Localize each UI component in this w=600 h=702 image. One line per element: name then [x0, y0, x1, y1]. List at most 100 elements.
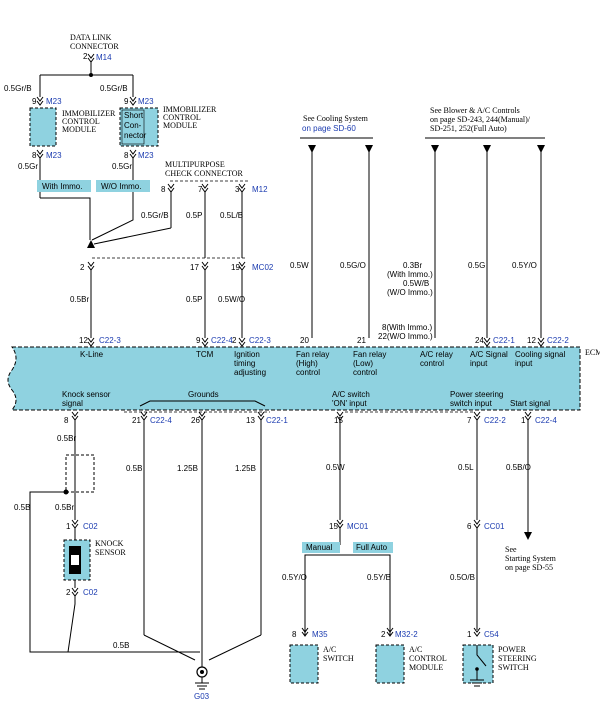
svg-text:C22-4: C22-4: [535, 416, 557, 425]
svg-text:0.5B/O: 0.5B/O: [506, 463, 531, 472]
svg-text:control: control: [353, 368, 377, 377]
svg-text:20: 20: [300, 336, 309, 345]
short-connector: [121, 109, 145, 145]
svg-text:0.5Br: 0.5Br: [57, 434, 76, 443]
svg-text:SENSOR: SENSOR: [95, 548, 126, 557]
svg-text:CONTROL: CONTROL: [62, 117, 100, 126]
svg-text:0.5B: 0.5B: [126, 464, 142, 473]
svg-text:CONTROL: CONTROL: [163, 113, 201, 122]
svg-text:Start signal: Start signal: [510, 399, 550, 408]
svg-text:Power steering: Power steering: [450, 390, 503, 399]
svg-text:0.5B: 0.5B: [113, 641, 129, 650]
svg-text:9: 9: [196, 336, 201, 345]
svg-text:2: 2: [66, 588, 71, 597]
svg-text:C22-1: C22-1: [266, 416, 288, 425]
svg-text:Con-: Con-: [124, 121, 142, 130]
svg-text:C22-4: C22-4: [211, 336, 233, 345]
dlc-splice: [89, 73, 93, 77]
svg-text:SWITCH: SWITCH: [498, 663, 529, 672]
svg-text:1.25B: 1.25B: [177, 464, 198, 473]
dlc-title-2: CONNECTOR: [70, 42, 119, 51]
svg-text:9: 9: [124, 97, 129, 106]
dlc-title-1: DATA LINK: [70, 33, 112, 42]
svg-text:Starting System: Starting System: [505, 554, 557, 563]
svg-text:8: 8: [32, 151, 37, 160]
svg-text:2: 2: [232, 336, 237, 345]
svg-text:0.5L/B: 0.5L/B: [220, 211, 243, 220]
svg-text:K-Line: K-Line: [80, 350, 104, 359]
svg-text:0.3Br: 0.3Br: [403, 261, 422, 270]
svg-text:IMMOBILIZER: IMMOBILIZER: [62, 109, 116, 118]
svg-text:CHECK CONNECTOR: CHECK CONNECTOR: [165, 169, 244, 178]
svg-text:0.5L: 0.5L: [458, 463, 474, 472]
svg-text:A/C: A/C: [323, 645, 336, 654]
svg-text:2: 2: [381, 630, 386, 639]
svg-text:C22-3: C22-3: [99, 336, 121, 345]
svg-text:21: 21: [132, 416, 141, 425]
ac-control-module: [375, 644, 405, 684]
svg-text:0.5W/B: 0.5W/B: [403, 279, 429, 288]
svg-text:21: 21: [357, 336, 366, 345]
svg-text:8: 8: [64, 416, 69, 425]
svg-text:See Cooling System: See Cooling System: [303, 114, 369, 123]
svg-text:26: 26: [191, 416, 200, 425]
svg-text:(High): (High): [296, 359, 318, 368]
svg-text:8: 8: [292, 630, 297, 639]
svg-text:0.5Br: 0.5Br: [70, 295, 89, 304]
svg-text:0.5W: 0.5W: [290, 261, 309, 270]
svg-text:22(W/O Immo.): 22(W/O Immo.): [378, 332, 433, 341]
svg-text:KNOCK: KNOCK: [95, 539, 124, 548]
svg-text:19: 19: [231, 263, 240, 272]
svg-text:1: 1: [66, 522, 71, 531]
svg-text:(W/O Immo.): (W/O Immo.): [387, 288, 433, 297]
svg-text:TCM: TCM: [196, 350, 214, 359]
svg-text:0.5O/B: 0.5O/B: [450, 573, 475, 582]
svg-text:'ON' input: 'ON' input: [332, 399, 367, 408]
immobilizer-control-module-left: [29, 107, 57, 147]
svg-text:on page SD-243, 244(Manual)/: on page SD-243, 244(Manual)/: [430, 115, 531, 124]
svg-text:CONTROL: CONTROL: [409, 654, 447, 663]
svg-text:0.5B: 0.5B: [14, 503, 30, 512]
svg-text:24: 24: [475, 336, 484, 345]
svg-text:0.5G/O: 0.5G/O: [340, 261, 366, 270]
svg-text:0.5Gr/B: 0.5Gr/B: [141, 211, 169, 220]
svg-text:Full Auto: Full Auto: [356, 543, 388, 552]
svg-text:MODULE: MODULE: [62, 125, 96, 134]
svg-text:C02: C02: [83, 522, 98, 531]
svg-text:Ignition: Ignition: [234, 350, 260, 359]
option-wo-immo: [96, 180, 150, 192]
svg-text:2: 2: [80, 263, 85, 272]
svg-text:0.5Br: 0.5Br: [55, 503, 74, 512]
svg-text:on page SD-60: on page SD-60: [302, 124, 356, 133]
svg-text:See Blower & A/C Controls: See Blower & A/C Controls: [430, 106, 520, 115]
svg-text:C02: C02: [83, 588, 98, 597]
svg-text:SWITCH: SWITCH: [323, 654, 354, 663]
svg-text:input: input: [515, 359, 533, 368]
svg-text:Cooling signal: Cooling signal: [515, 350, 565, 359]
svg-text:7: 7: [198, 185, 203, 194]
svg-text:17: 17: [190, 263, 199, 272]
svg-text:0.5W: 0.5W: [326, 463, 345, 472]
svg-text:M35: M35: [312, 630, 328, 639]
svg-text:12: 12: [527, 336, 536, 345]
svg-text:9: 9: [32, 97, 37, 106]
power-steering-switch: [462, 644, 494, 684]
svg-text:Fan relay: Fan relay: [353, 350, 386, 359]
svg-text:0.5G: 0.5G: [468, 261, 485, 270]
svg-text:A/C Signal: A/C Signal: [470, 350, 508, 359]
svg-text:Short: Short: [124, 111, 144, 120]
svg-text:input: input: [470, 359, 488, 368]
svg-text:C22-2: C22-2: [484, 416, 506, 425]
wire-label-grb-left: 0.5Gr/B: [4, 84, 32, 93]
svg-text:control: control: [296, 368, 320, 377]
dlc-pin: 2: [83, 52, 88, 61]
svg-text:M23: M23: [138, 97, 154, 106]
svg-text:1: 1: [521, 416, 526, 425]
ecm-label: ECM: [585, 348, 600, 357]
svg-text:C22-3: C22-3: [249, 336, 271, 345]
svg-text:(Low): (Low): [353, 359, 373, 368]
wire-label-grb-right: 0.5Gr/B: [100, 84, 128, 93]
svg-text:M12: M12: [252, 185, 268, 194]
svg-text:0.5P: 0.5P: [186, 295, 202, 304]
